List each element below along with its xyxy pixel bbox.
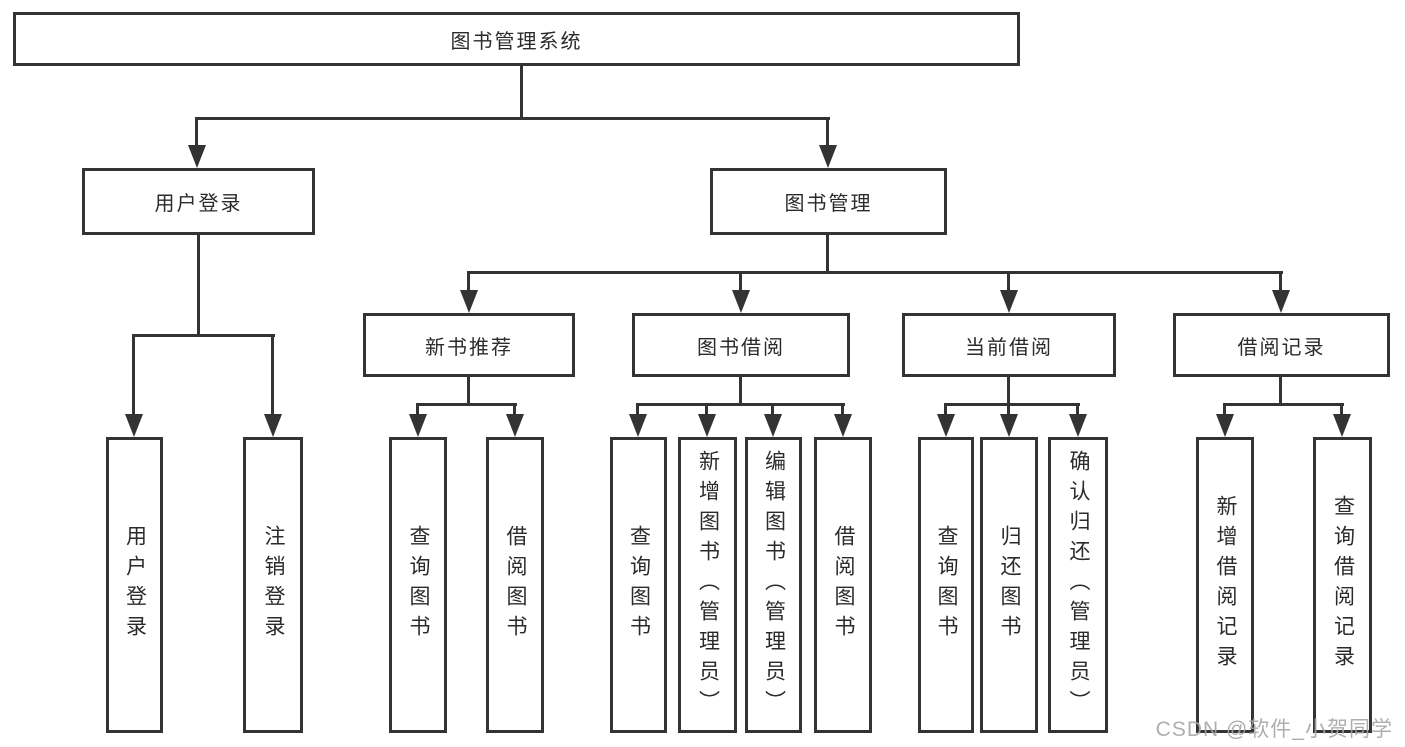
- leaf-logout: 注销登录: [243, 437, 303, 733]
- arrowhead-icon: [764, 414, 782, 437]
- edge-leaf-shaft: [416, 403, 419, 417]
- edge-user-login-trunk: [197, 235, 200, 336]
- edge-leaf-shaft: [636, 403, 639, 417]
- node-borrowing-records: 借阅记录: [1173, 313, 1390, 377]
- leaf-query-books-current: 查询图书: [918, 437, 974, 733]
- edge-book-management-trunk: [826, 235, 829, 273]
- node-book-borrowing: 图书借阅: [632, 313, 850, 377]
- edge-to-book-borrowing: [739, 271, 742, 292]
- edge-to-current-borrowing: [1007, 271, 1010, 292]
- arrowhead-icon: [188, 145, 206, 168]
- leaf-return-books: 归还图书: [980, 437, 1038, 733]
- arrowhead-icon: [264, 414, 282, 437]
- arrowhead-icon: [698, 414, 716, 437]
- edge-recommend-trunk: [467, 377, 470, 405]
- edge-leaf-shaft: [1076, 403, 1079, 417]
- edge-to-new-book-recommend: [467, 271, 470, 292]
- edge-records-trunk: [1279, 377, 1282, 405]
- edge-book-management-hbar: [467, 271, 1283, 274]
- edge-leaf-shaft: [771, 403, 774, 417]
- leaf-query-borrow-record: 查询借阅记录: [1313, 437, 1372, 733]
- arrowhead-icon: [506, 414, 524, 437]
- arrowhead-icon: [1069, 414, 1087, 437]
- edge-user-login-hbar: [132, 334, 275, 337]
- node-library-management-system: 图书管理系统: [13, 12, 1020, 66]
- arrowhead-icon: [409, 414, 427, 437]
- edge-to-leaf-user-login: [132, 334, 135, 416]
- leaf-confirm-return-admin: 确认归还（管理员）: [1048, 437, 1108, 733]
- arrowhead-icon: [1000, 290, 1018, 313]
- leaf-query-books-recommend: 查询图书: [389, 437, 447, 733]
- edge-root-hbar: [195, 117, 830, 120]
- arrowhead-icon: [629, 414, 647, 437]
- arrowhead-icon: [1216, 414, 1234, 437]
- arrowhead-icon: [1333, 414, 1351, 437]
- leaf-add-borrow-record: 新增借阅记录: [1196, 437, 1254, 733]
- edge-leaf-shaft: [1007, 403, 1010, 417]
- leaf-borrow-books-borrowing: 借阅图书: [814, 437, 872, 733]
- node-current-borrowing: 当前借阅: [902, 313, 1116, 377]
- edge-borrowing-trunk: [739, 377, 742, 405]
- arrowhead-icon: [732, 290, 750, 313]
- leaf-query-books-borrowing: 查询图书: [610, 437, 667, 733]
- arrowhead-icon: [1272, 290, 1290, 313]
- edge-to-book-management: [826, 117, 829, 147]
- arrowhead-icon: [1000, 414, 1018, 437]
- edge-leaf-shaft: [944, 403, 947, 417]
- leaf-edit-books-admin: 编辑图书（管理员）: [745, 437, 802, 733]
- arrowhead-icon: [125, 414, 143, 437]
- leaf-borrow-books-recommend: 借阅图书: [486, 437, 544, 733]
- edge-current-hbar: [944, 403, 1080, 406]
- edge-recommend-hbar: [416, 403, 517, 406]
- node-user-login: 用户登录: [82, 168, 315, 235]
- watermark: CSDN @软件_小贺同学: [1155, 718, 1393, 741]
- edge-leaf-shaft: [1223, 403, 1226, 417]
- edge-leaf-shaft: [705, 403, 708, 417]
- arrowhead-icon: [460, 290, 478, 313]
- node-new-book-recommend: 新书推荐: [363, 313, 575, 377]
- edge-root-trunk: [520, 66, 523, 120]
- node-book-management: 图书管理: [710, 168, 947, 235]
- edge-to-borrowing-records: [1279, 271, 1282, 292]
- edge-leaf-shaft: [1340, 403, 1343, 417]
- edge-records-hbar: [1223, 403, 1344, 406]
- edge-to-leaf-logout: [271, 334, 274, 416]
- arrowhead-icon: [819, 145, 837, 168]
- edge-borrowing-hbar: [636, 403, 845, 406]
- arrowhead-icon: [937, 414, 955, 437]
- edge-leaf-shaft: [841, 403, 844, 417]
- edge-leaf-shaft: [513, 403, 516, 417]
- arrowhead-icon: [834, 414, 852, 437]
- edge-current-trunk: [1007, 377, 1010, 405]
- leaf-add-books-admin: 新增图书（管理员）: [678, 437, 737, 733]
- leaf-user-login: 用户登录: [106, 437, 163, 733]
- edge-to-user-login: [195, 117, 198, 147]
